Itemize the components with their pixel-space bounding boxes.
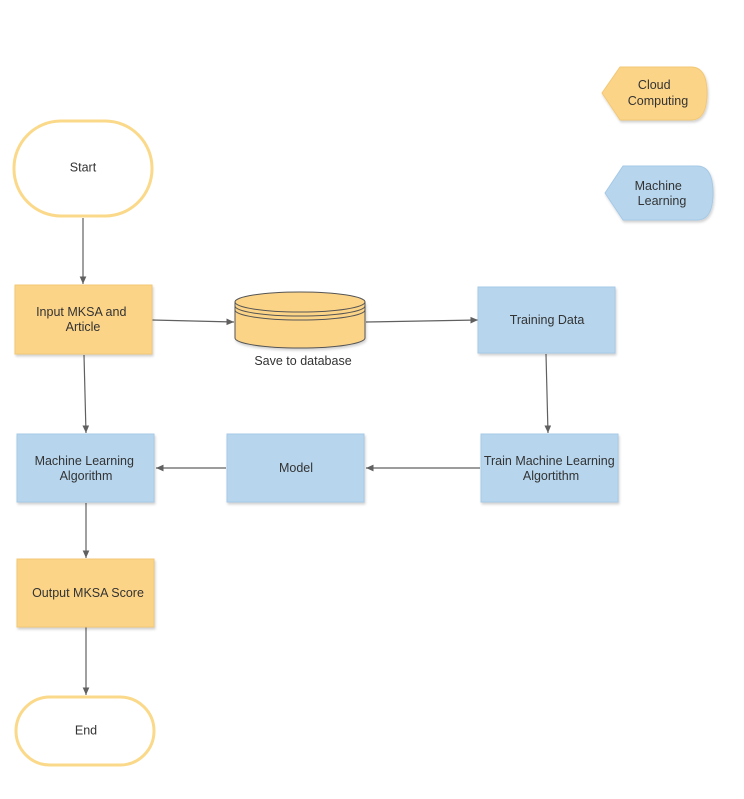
database-body [234, 302, 366, 349]
model-shape [226, 433, 365, 503]
start-label: Start [70, 160, 97, 174]
training-data-shape [477, 286, 616, 354]
edge-training-data-to-train-ml [544, 353, 552, 434]
output-mksa-score-process[interactable]: Output MKSA Score [16, 558, 155, 628]
input-process-shape [14, 284, 153, 355]
edge-database-to-training-data [365, 316, 479, 324]
legend-cloud-computing: Cloud Computing [601, 66, 708, 121]
database-top [234, 291, 366, 313]
legend-ml-label: Machine Learning [635, 179, 687, 208]
train-ml-label: Train Machine Learning Algortithm [484, 454, 618, 483]
start-terminal-shape [12, 119, 154, 218]
ml-algorithm-process[interactable]: Machine Learning Algorithm [16, 433, 155, 503]
output-process-label: Output MKSA Score [32, 586, 144, 600]
edge-input-to-database [151, 318, 235, 326]
training-data-label: Training Data [510, 313, 585, 327]
database-rim [234, 305, 366, 317]
ml-algorithm-shape [16, 433, 155, 503]
start-terminal[interactable]: Start [12, 119, 154, 218]
input-mksa-article-process[interactable]: Input MKSA and Article [14, 284, 153, 355]
input-process-label: Input MKSA and Article [36, 305, 130, 334]
train-ml-shape [480, 433, 619, 503]
legend-machine-learning: Machine Learning [604, 165, 714, 221]
end-label: End [75, 723, 97, 737]
edges [79, 218, 552, 695]
end-terminal[interactable]: End [14, 695, 156, 767]
training-data-process[interactable]: Training Data [477, 286, 616, 354]
model-label: Model [279, 461, 313, 475]
edge-input-to-ml-algorithm [82, 354, 90, 434]
legend-cloud-label: Cloud Computing [628, 78, 688, 108]
end-terminal-shape [14, 695, 156, 767]
legend-ml-shape [604, 165, 714, 221]
ml-algorithm-label: Machine Learning Algorithm [35, 454, 138, 483]
legend-cloud-shape [601, 66, 708, 121]
database-rim-2 [234, 309, 366, 321]
output-process-shape [16, 558, 155, 628]
model-process[interactable]: Model [226, 433, 365, 503]
database-cylinder[interactable]: Save to database [234, 291, 366, 368]
database-label: Save to database [254, 354, 351, 368]
train-ml-algorithm-process[interactable]: Train Machine Learning Algortithm [480, 433, 619, 503]
